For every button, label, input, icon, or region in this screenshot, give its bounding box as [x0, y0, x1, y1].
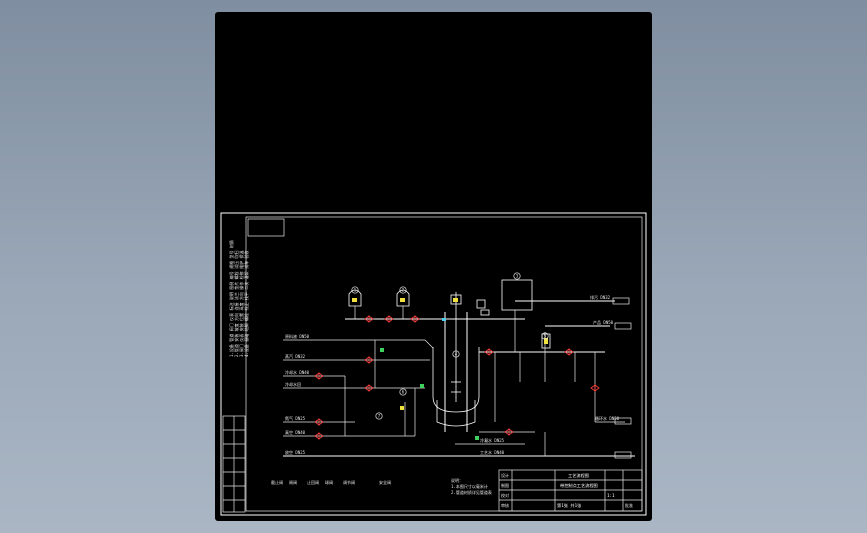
- reactor-jacket: [436, 400, 476, 427]
- bottom-notes: 说明： 1.本图尺寸以毫米计 2.管道材质详见管道表: [451, 477, 492, 495]
- instrument-icon: [442, 318, 446, 321]
- stream-label: 蒸汽 DN32: [285, 353, 306, 359]
- offpage-connector: [614, 322, 632, 330]
- stream-labels: 原料液 DN50 蒸汽 DN32 冷却水 DN40 冷却水回 氮气 DN25 真…: [285, 294, 620, 455]
- reactor-vessel: [432, 347, 480, 413]
- stream-label: 冷却水回: [285, 381, 301, 387]
- title-scale: 1:1: [607, 493, 615, 498]
- valve-icon: [504, 428, 514, 436]
- storage-tank-2: [396, 289, 410, 307]
- valve-icon: [314, 372, 324, 380]
- vertical-note: 3.阀门 仪表 安装 位置 高度 方向 操作 检修 维护 保温: [238, 251, 244, 358]
- title-sheet: 第1张 共1张: [557, 502, 582, 509]
- title-project: 工艺流程图: [568, 472, 589, 479]
- equipment-tag: 4: [455, 352, 458, 357]
- instrument-icon: [420, 384, 424, 388]
- legend-item: 安全阀: [379, 479, 391, 485]
- left-side-table: [222, 415, 246, 513]
- note-line: 2.管道材质详见管道表: [451, 489, 492, 495]
- equipment-tag: 3: [516, 274, 519, 279]
- equipment-tag: 5: [544, 334, 547, 339]
- offpage-connector: [614, 417, 632, 425]
- legend-item: 球阀: [325, 479, 333, 485]
- instrument-icon: [352, 298, 357, 302]
- equipment-tag: 7: [378, 414, 381, 419]
- title-drawing-name: 带控制点工艺流程图: [560, 482, 598, 489]
- title-role: 审核: [501, 502, 509, 508]
- title-role: 校对: [501, 492, 509, 498]
- stream-label: 冷却水 DN40: [285, 369, 310, 375]
- stream-label: 原料液 DN50: [285, 333, 310, 339]
- valve-icon: [364, 356, 374, 364]
- vertical-notes: 1.设备 管道 阀门 仪表 标注 说明 图例 编号 规格 型号 材质 2.管道 …: [228, 240, 249, 357]
- stream-label: 排污 DN32: [590, 294, 611, 300]
- legend-item: 闸阀: [289, 479, 297, 485]
- stream-label: 氮气 DN25: [285, 415, 306, 421]
- vertical-note: 1.设备 管道 阀门 仪表 标注 说明 图例 编号 规格 型号 材质: [228, 240, 234, 357]
- valve-icon: [590, 384, 600, 392]
- valve-icon: [314, 418, 324, 426]
- valve-icon: [384, 315, 394, 323]
- inner-frame: [245, 216, 643, 512]
- title-role: 制图: [501, 482, 509, 488]
- stream-label: 循环水 DN50: [595, 415, 620, 421]
- legend-item: 截止阀: [271, 479, 283, 485]
- valve-icon: [364, 384, 374, 392]
- stream-label: 放空 DN25: [285, 449, 306, 455]
- vertical-note: 4.设备 基础 地脚 螺栓 找正 找平 二次 灌浆 试车 验收: [243, 251, 249, 358]
- equipment-tag: 6: [402, 390, 405, 395]
- drawing-sheet: 1.设备 管道 阀门 仪表 标注 说明 图例 编号 规格 型号 材质 2.管道 …: [215, 12, 652, 521]
- instrument-icon: [400, 406, 404, 410]
- valve-icon: [364, 315, 374, 323]
- cad-drawing-canvas[interactable]: 1.设备 管道 阀门 仪表 标注 说明 图例 编号 规格 型号 材质 2.管道 …: [215, 12, 652, 521]
- receiver-vessel: [541, 333, 551, 349]
- equipment-tag: 2: [402, 288, 405, 293]
- agitator-motor: [450, 294, 462, 305]
- stream-label: 产品 DN50: [593, 319, 614, 325]
- valve-icon: [314, 432, 324, 440]
- title-role: 设计: [501, 472, 509, 478]
- process-lines: [283, 279, 635, 459]
- condenser-tank: [501, 279, 533, 311]
- offpage-connector: [614, 451, 632, 459]
- legend-item: 调节阀: [343, 479, 355, 485]
- drawing-frame: [220, 212, 647, 516]
- instrument-icon: [453, 298, 458, 302]
- valve-icon: [564, 348, 574, 356]
- equipment-tags: 1 2 3 4 5 6 7: [351, 272, 549, 420]
- legend-item: 止回阀: [307, 479, 319, 485]
- storage-tank-1: [348, 289, 362, 307]
- note-line: 1.本图尺寸以毫米计: [451, 483, 488, 489]
- instrument-icon: [544, 338, 548, 344]
- stream-label: 冷凝水 DN25: [480, 437, 505, 443]
- instrument-icon: [380, 348, 384, 352]
- instrument-icon: [475, 436, 479, 440]
- stream-label: 真空 DN40: [285, 429, 306, 435]
- title-role: 批准: [625, 502, 633, 508]
- note-line: 说明：: [451, 477, 463, 483]
- revision-box: [247, 218, 285, 237]
- stream-label: 工艺水 DN40: [480, 449, 505, 455]
- equipment-tag: 1: [354, 288, 357, 293]
- vertical-note: 2.管道 安装 坡度 方向 连接 法兰 垫片 螺栓 试压 吹扫: [233, 251, 239, 358]
- valve-icon: [410, 315, 420, 323]
- instrument-icon: [400, 298, 405, 302]
- title-block: 工艺流程图 带控制点工艺流程图 1:1 第1张 共1张 设计 制图 校对 审核 …: [498, 469, 643, 512]
- offpage-connector: [612, 297, 630, 305]
- valves: [314, 315, 600, 440]
- instruments: [352, 298, 548, 440]
- legend: 截止阀 闸阀 止回阀 球阀 调节阀 安全阀: [271, 479, 391, 485]
- valve-icon: [484, 348, 494, 356]
